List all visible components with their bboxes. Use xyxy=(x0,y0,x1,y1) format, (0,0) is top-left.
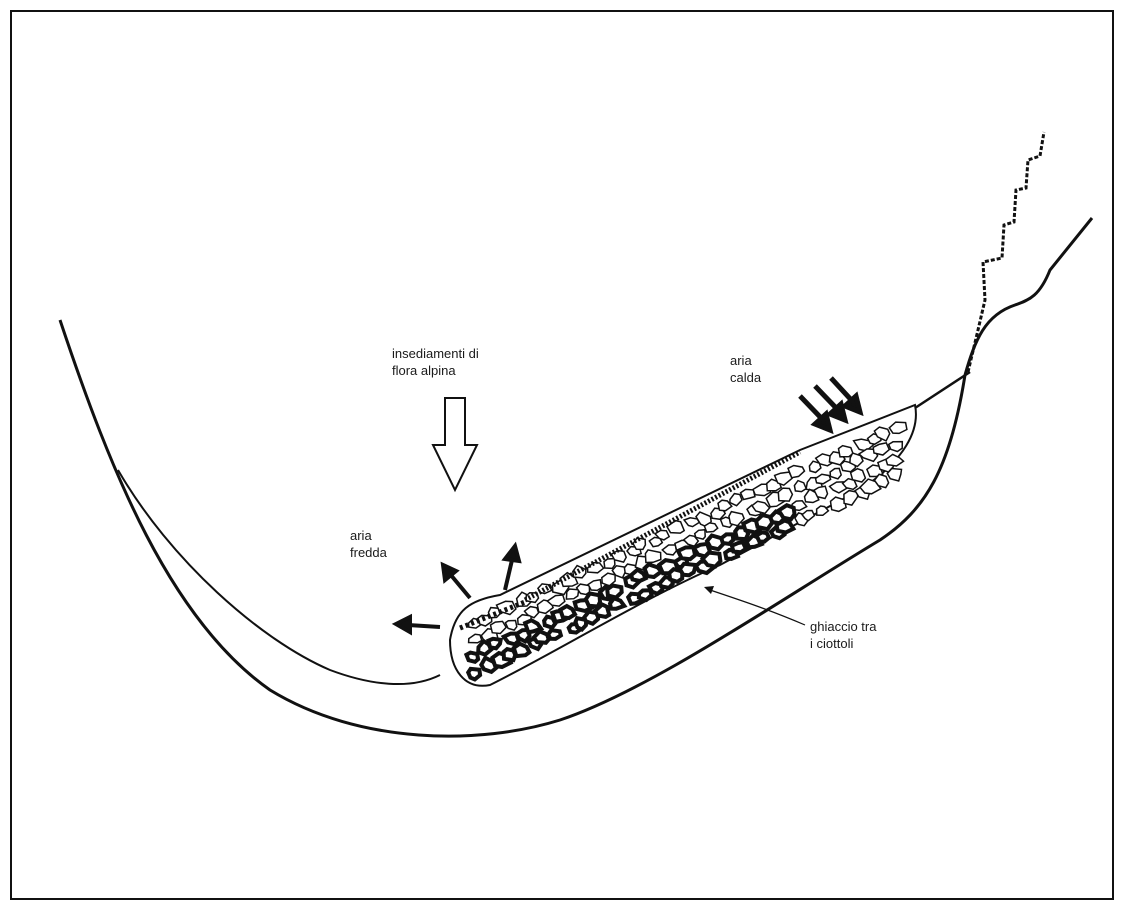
loose-stone xyxy=(645,550,660,563)
ice-stone xyxy=(548,630,561,639)
ice-stone xyxy=(779,505,795,519)
ice-stone xyxy=(488,639,500,649)
ice-stone xyxy=(721,534,733,544)
ice-stone xyxy=(607,586,622,598)
ice-stone xyxy=(514,644,530,656)
loose-stone xyxy=(851,469,866,482)
valley-profile-inner xyxy=(118,470,440,684)
ice-leader-arrowhead xyxy=(704,586,714,594)
ice-stone xyxy=(468,669,480,680)
loose-stone xyxy=(830,468,841,479)
valley-profile-outer xyxy=(60,218,1092,736)
ice-stone xyxy=(703,553,721,567)
loose-stone xyxy=(704,523,717,532)
ice-stone xyxy=(586,594,600,607)
loose-stone xyxy=(778,488,792,501)
ice-stone xyxy=(595,605,609,617)
ice-stone xyxy=(757,532,770,541)
ice-stone xyxy=(639,590,652,600)
loose-stone xyxy=(604,559,615,569)
ice-stone xyxy=(732,542,746,552)
ice-stone xyxy=(466,653,478,662)
loose-stone xyxy=(889,442,903,452)
ice-stone xyxy=(610,598,624,608)
cold-air-label: aria fredda xyxy=(350,527,387,561)
ice-label: ghiaccio tra i ciottoli xyxy=(810,618,876,652)
loose-stone xyxy=(887,469,901,482)
ice-stone xyxy=(534,631,549,643)
ice-stone xyxy=(560,606,575,618)
warm-air-arrows xyxy=(800,378,860,430)
flora-down-arrow xyxy=(433,398,477,490)
warm-air-label: aria calda xyxy=(730,352,761,386)
ice-stone xyxy=(777,521,794,533)
flora-label: insediamenti di flora alpina xyxy=(392,345,479,379)
